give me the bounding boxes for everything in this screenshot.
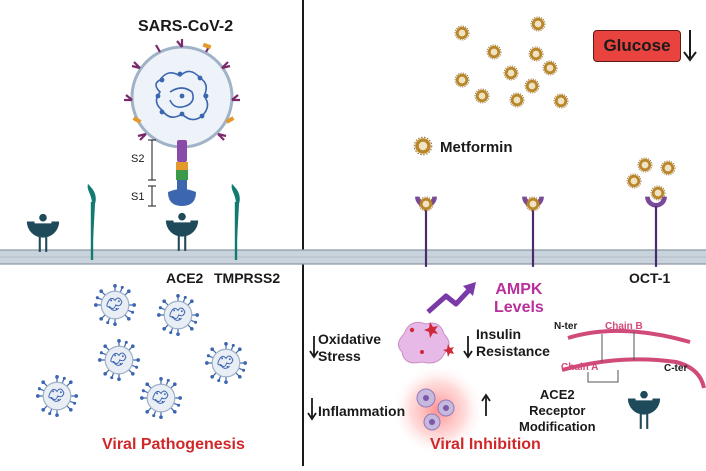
virus-icon	[97, 338, 141, 382]
virus-icon	[204, 341, 248, 385]
virus-icon	[156, 293, 200, 337]
virus-icon	[139, 376, 183, 420]
cell-membrane	[0, 249, 706, 265]
chain-a-label: Chain A	[561, 362, 599, 373]
metformin-label: Metformin	[440, 139, 513, 156]
metformin-icon	[660, 160, 676, 176]
c-ter-label: C-ter	[664, 363, 688, 374]
glucose-label: Glucose	[593, 30, 681, 62]
metformin-icon	[454, 72, 470, 88]
metformin-icon	[503, 65, 519, 81]
ace2-modification-label: ACE2 Receptor Modification	[519, 387, 596, 434]
spike-s1-label: S1	[131, 191, 145, 203]
metformin-icon	[542, 60, 558, 76]
metformin-icon	[474, 88, 490, 104]
metformin-icon	[626, 173, 642, 189]
metformin-icon	[553, 93, 569, 109]
viral-pathogenesis-caption: Viral Pathogenesis	[102, 436, 245, 453]
ampk-up-arrow-icon	[426, 282, 476, 314]
oct1-label: OCT-1	[629, 270, 671, 286]
spike-s2-label: S2	[131, 153, 145, 165]
ampk-levels-label: AMPK Levels	[494, 281, 544, 316]
chain-b-label: Chain B	[605, 321, 643, 332]
sars-cov-2-particle	[124, 39, 240, 149]
oxidative-stress-label: Oxidative Stress	[318, 331, 382, 364]
inflammation-cells-icon	[392, 364, 484, 456]
inflammation-label: Inflammation	[318, 403, 406, 419]
virus-icon	[93, 283, 137, 327]
virus-icon	[35, 374, 79, 418]
metformin-icon	[509, 92, 525, 108]
insulin-resistance-down-arrow-icon	[463, 336, 473, 359]
virus-cluster	[35, 283, 248, 420]
viral-inhibition-caption: Viral Inhibition	[430, 436, 541, 453]
ace2-label: ACE2	[166, 270, 204, 286]
n-ter-label: N-ter	[554, 321, 578, 332]
oxidative-stress-cell-icon	[398, 321, 454, 364]
insulin-chains	[561, 328, 706, 389]
ace2-modification-up-arrow-icon	[481, 393, 491, 416]
metformin-icon	[524, 78, 540, 94]
tmprss2-label: TMPRSS2	[214, 270, 281, 286]
metformin-icon	[530, 16, 546, 32]
ace2-receptor-bound-icon	[165, 212, 199, 251]
metformin-icon	[486, 44, 502, 60]
metformin-legend-icon	[413, 136, 433, 156]
ace2-receptor-icon	[26, 213, 60, 252]
tmprss2-icon	[231, 184, 240, 260]
metformin-icon	[454, 25, 470, 41]
metformin-icon	[528, 46, 544, 62]
glucose-down-arrow-icon	[683, 30, 697, 62]
tmprss2-icon	[87, 184, 96, 260]
insulin-resistance-label: Insulin Resistance	[476, 326, 550, 359]
inflammation-down-arrow-icon	[307, 398, 317, 421]
metformin-icon	[637, 157, 653, 173]
ace2-modified-receptor-icon	[627, 390, 661, 429]
spike-protein	[148, 139, 196, 207]
virus-title: SARS-CoV-2	[138, 18, 234, 35]
metformin-bound-icon	[418, 196, 434, 212]
oxidative-stress-down-arrow-icon	[309, 336, 319, 359]
metformin-bound-icon	[525, 196, 541, 212]
